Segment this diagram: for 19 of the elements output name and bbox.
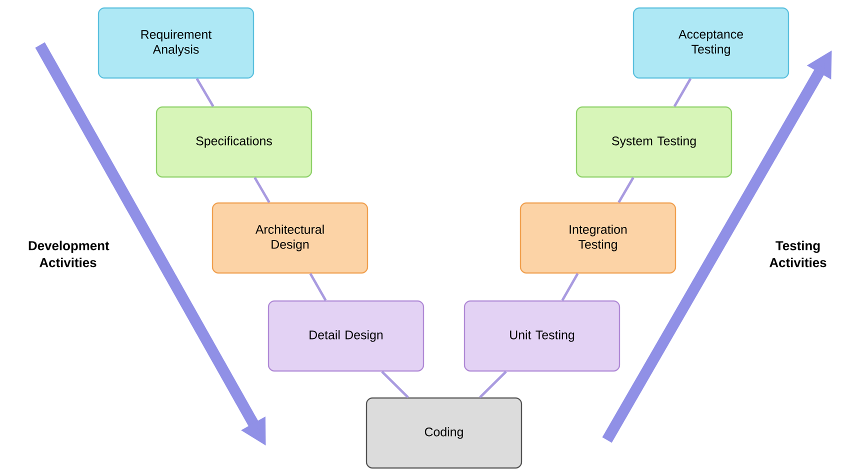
connector-line [479,370,507,398]
process-box: Coding [366,397,522,469]
side-label: Development Activities [28,240,110,268]
process-box: Requirement Analysis [98,7,254,79]
connector-line [618,176,634,204]
side-label: Testing Activities [770,240,826,268]
connector-line [381,370,409,398]
connector-line [254,176,270,204]
connector-line [196,78,214,108]
process-box: Detail Design [268,300,424,372]
process-box: Integration Testing [520,202,676,274]
process-box: Architectural Design [212,202,368,274]
connector-line [673,78,692,108]
process-box: System Testing [576,106,732,178]
process-box: Specifications [156,106,312,178]
process-box: Unit Testing [464,300,620,372]
connector-line [561,272,579,302]
process-box: Acceptance Testing [632,7,790,79]
connector-line [309,272,327,302]
